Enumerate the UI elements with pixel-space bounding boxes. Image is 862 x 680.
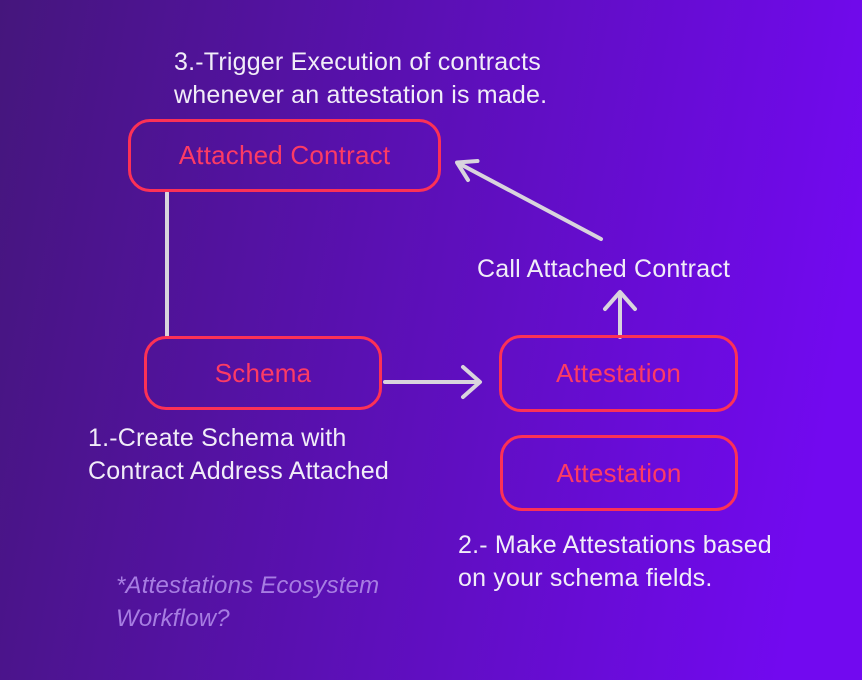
node-attestation-bottom: Attestation bbox=[500, 435, 738, 511]
node-attestation-top: Attestation bbox=[499, 335, 738, 412]
node-attestation-top-label: Attestation bbox=[555, 358, 682, 388]
node-attached-contract: Attached Contract bbox=[128, 119, 441, 192]
annotation-step3: 3.-Trigger Execution of contracts whenev… bbox=[174, 48, 548, 109]
node-schema-label: Schema bbox=[214, 357, 312, 388]
annotation-call-attached-contract: Call Attached Contract bbox=[477, 255, 731, 283]
annotation-step2: 2.- Make Attestations based on your sche… bbox=[458, 531, 772, 592]
arrow-schema-attestation-head bbox=[461, 365, 482, 399]
arrow-call-attachedcontract-head bbox=[455, 159, 480, 182]
node-attestation-bottom-label: Attestation bbox=[556, 457, 682, 488]
node-attached-contract-label: Attached Contract bbox=[178, 140, 391, 170]
arrow-call-attachedcontract-line bbox=[458, 162, 603, 241]
annotation-step1: 1.-Create Schema with Contract Address A… bbox=[88, 424, 390, 485]
arrow-attestation-call-head bbox=[603, 290, 637, 311]
node-schema: Schema bbox=[144, 336, 382, 410]
annotation-footnote: *Attestations Ecosystem Workflow? bbox=[116, 572, 380, 632]
